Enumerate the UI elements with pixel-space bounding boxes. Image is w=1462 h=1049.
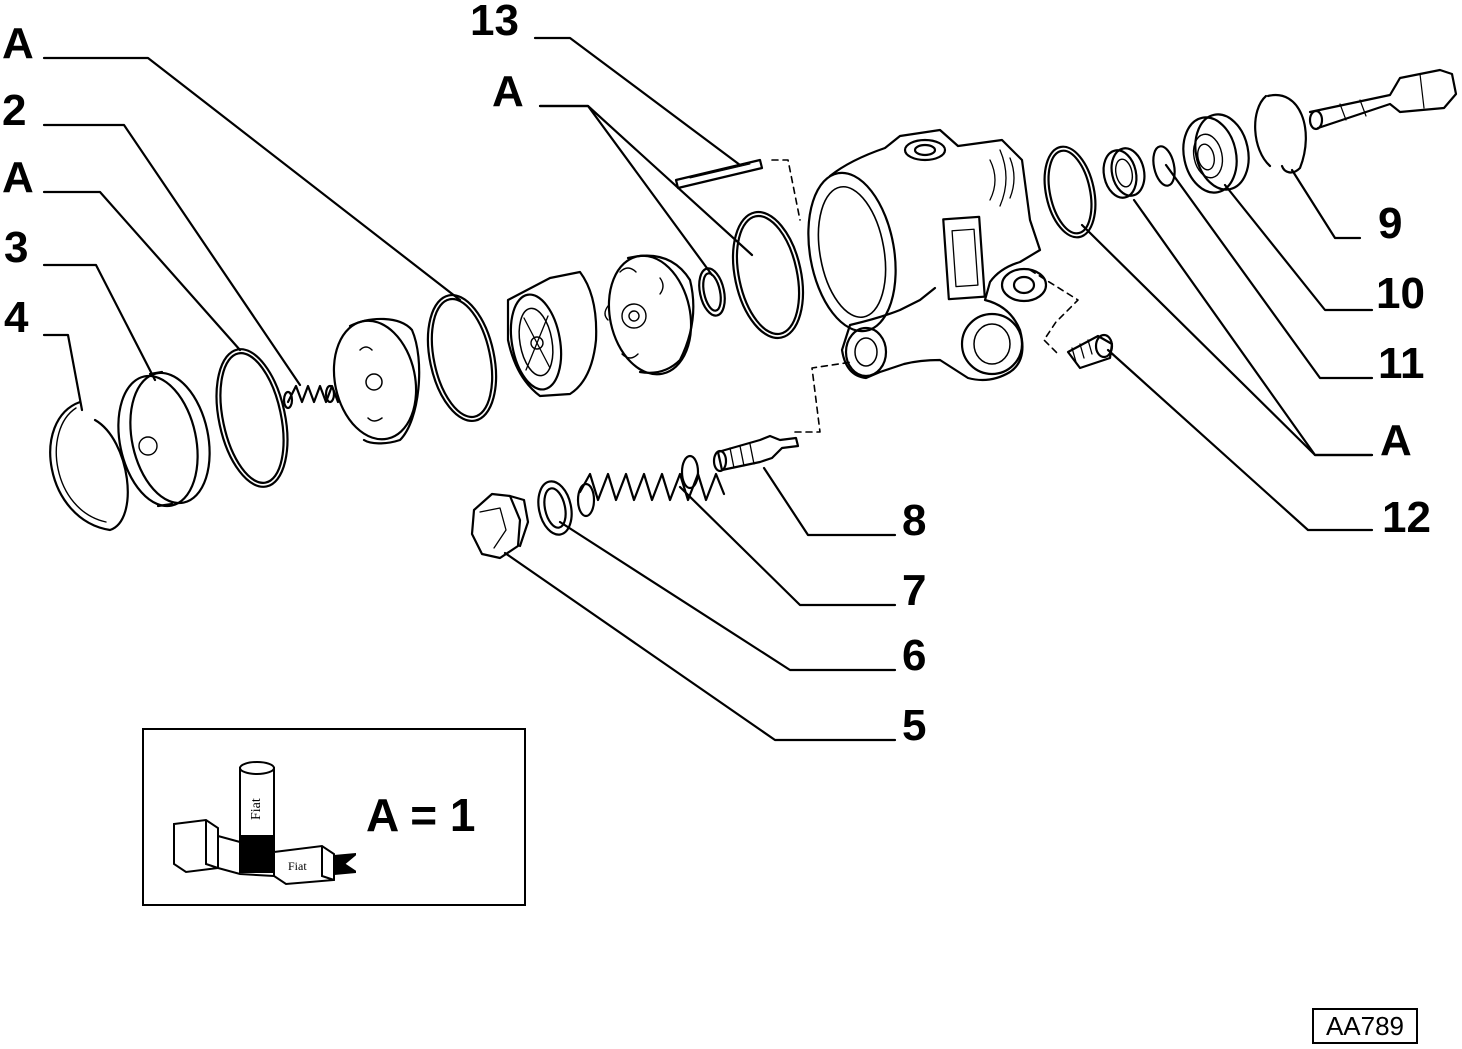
o-ring-a-right	[1043, 145, 1097, 239]
o-ring-a-left	[215, 348, 289, 488]
callout-a-top-center: A	[492, 67, 524, 116]
bearing-10	[1182, 113, 1250, 194]
rotor-plate	[604, 254, 695, 376]
fitting-12	[1066, 333, 1114, 370]
callout-a-top-left: A	[2, 19, 34, 68]
callout-9: 9	[1378, 199, 1402, 248]
cam-ring	[506, 270, 598, 398]
spring-2	[282, 384, 340, 410]
spring-7	[576, 454, 726, 518]
tube-brand-text: Fiat	[249, 798, 264, 820]
dowel-pin-13	[674, 158, 764, 190]
valve-8	[712, 434, 800, 473]
small-o-ring-a	[698, 267, 726, 317]
callout-2: 2	[2, 86, 26, 135]
retaining-ring-9	[1254, 93, 1307, 174]
callout-12: 12	[1382, 493, 1431, 542]
callout-3: 3	[4, 223, 28, 272]
shaft-seal-a	[1102, 147, 1146, 199]
callout-7: 7	[902, 566, 926, 615]
legend-box: Fiat Fiat A = 1	[142, 728, 526, 906]
callout-6: 6	[902, 631, 926, 680]
callout-11: 11	[1378, 339, 1425, 388]
callout-5: 5	[902, 701, 926, 750]
washer-6	[537, 480, 573, 536]
callout-13: 13	[470, 0, 519, 45]
callout-a-left: A	[2, 153, 34, 202]
callout-10: 10	[1376, 269, 1425, 318]
callout-8: 8	[902, 496, 926, 545]
callout-labels: A 2 A 3 4 13 A 9 10 11 A 12 8 7 6 5	[2, 0, 1431, 750]
cover-disc-3	[117, 370, 211, 508]
callout-a-right: A	[1380, 416, 1412, 465]
assembly-dashed-lines	[771, 159, 1079, 433]
leader-lines	[42, 36, 1374, 742]
plug-5	[470, 492, 530, 560]
box-brand-text: Fiat	[288, 859, 307, 873]
sealant-tube-icon: Fiat Fiat	[173, 761, 356, 886]
circlip-11	[1152, 145, 1176, 187]
drive-shaft	[1308, 68, 1458, 131]
reference-code: AA789	[1312, 1008, 1418, 1044]
legend-equation: A = 1	[366, 789, 476, 841]
callout-4: 4	[4, 293, 29, 342]
pressure-plate	[332, 317, 421, 445]
o-ring-a-middle	[426, 293, 498, 423]
large-o-ring-a	[731, 210, 805, 340]
pump-housing	[807, 128, 1048, 382]
snap-ring-4	[49, 400, 129, 532]
